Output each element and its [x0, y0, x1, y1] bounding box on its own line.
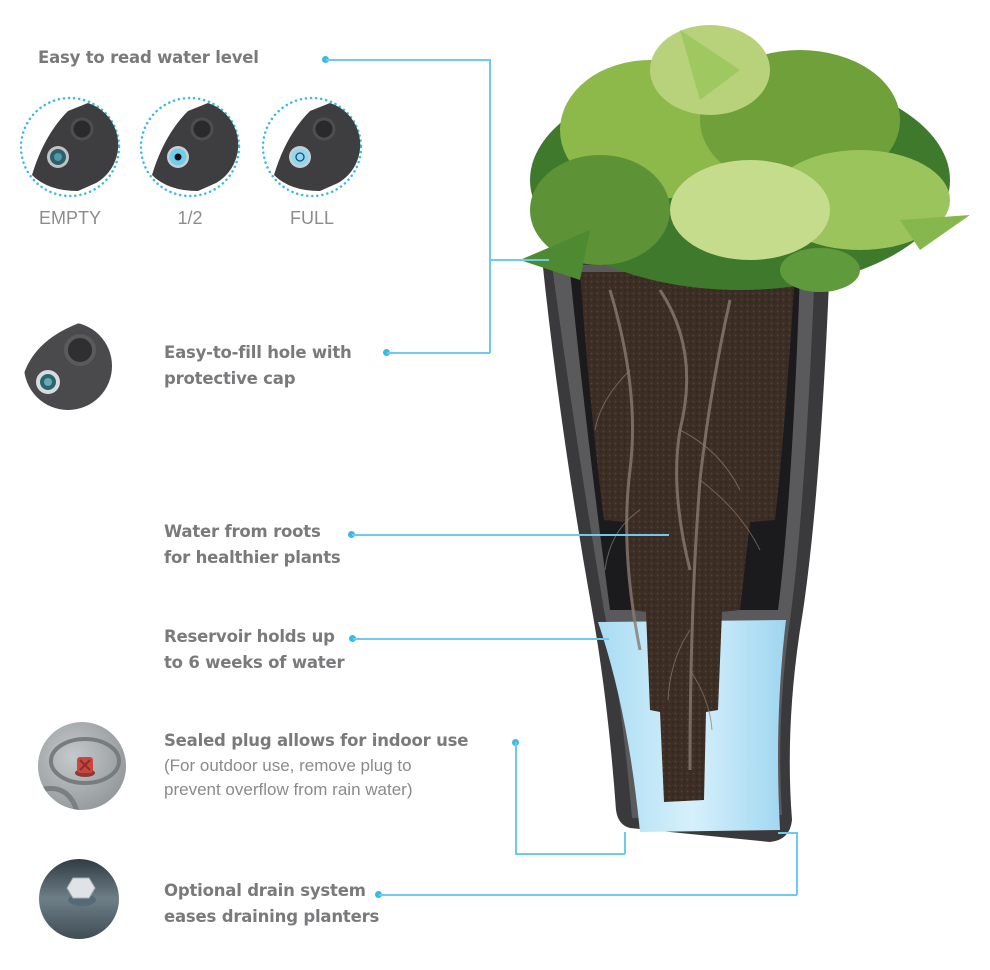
connector-line — [796, 832, 798, 895]
fill-hole-cap-icon — [22, 320, 114, 412]
connector-dot-reservoir — [349, 635, 356, 642]
level-label-full: FULL — [289, 208, 334, 228]
sealed-plug-label: Sealed plug allows for indoor use (For o… — [164, 728, 468, 802]
connector-line — [353, 638, 609, 640]
connector-line — [489, 259, 549, 261]
water-gauge-empty-icon — [18, 95, 122, 199]
connector-dot-roots — [348, 531, 355, 538]
sealed-plug-title: Sealed plug allows for indoor use — [164, 731, 469, 750]
roots-label: Water from roots for healthier plants — [164, 519, 341, 571]
level-label-half: 1/2 — [177, 208, 203, 228]
connector-line — [387, 352, 490, 354]
red-plug-icon — [37, 721, 127, 811]
water-gauge-full-icon — [260, 95, 364, 199]
level-label-empty: EMPTY — [38, 208, 101, 228]
reservoir-line1: Reservoir holds up — [164, 627, 335, 646]
connector-dot-water-level — [322, 56, 329, 63]
drain-label: Optional drain system eases draining pla… — [164, 878, 379, 930]
connector-line — [515, 853, 625, 855]
water-gauge-half-icon — [138, 95, 242, 199]
connector-line — [515, 742, 517, 854]
roots-line1: Water from roots — [164, 522, 321, 541]
reservoir-label: Reservoir holds up to 6 weeks of water — [164, 624, 345, 676]
connector-dot-drain — [375, 891, 382, 898]
connector-line — [489, 59, 491, 353]
connector-line — [352, 534, 669, 536]
connector-line — [379, 894, 797, 896]
reservoir-line2: to 6 weeks of water — [164, 653, 345, 672]
connector-line — [326, 59, 490, 61]
water-level-title: Easy to read water level — [38, 48, 259, 67]
sealed-plug-note-line1: (For outdoor use, remove plug to — [164, 756, 412, 775]
drain-line2: eases draining planters — [164, 907, 380, 926]
drain-line1: Optional drain system — [164, 881, 366, 900]
connector-line — [778, 832, 797, 834]
fill-hole-line1: Easy-to-fill hole with — [164, 343, 352, 362]
roots-line2: for healthier plants — [164, 548, 341, 567]
sealed-plug-note-line2: prevent overflow from rain water) — [164, 780, 413, 799]
drain-bolt-icon — [38, 858, 120, 940]
fill-hole-line2: protective cap — [164, 369, 296, 388]
planter-illustration — [500, 10, 980, 910]
connector-line — [624, 832, 626, 854]
fill-hole-label: Easy-to-fill hole with protective cap — [164, 340, 352, 392]
connector-dot-fill-hole — [383, 349, 390, 356]
